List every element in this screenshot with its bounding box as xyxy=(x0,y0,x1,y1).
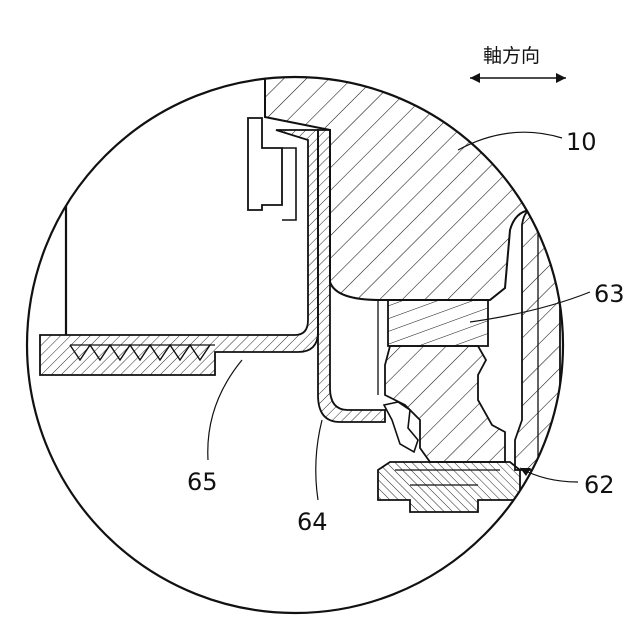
arrow-right-icon xyxy=(556,73,566,83)
part-63-seal xyxy=(388,300,488,346)
ref-label-10: 10 xyxy=(566,128,597,156)
arrow-left-icon xyxy=(470,73,480,83)
axial-direction-label: 軸方向 xyxy=(483,45,540,67)
ref-label-62: 62 xyxy=(584,471,615,499)
section-parts xyxy=(40,40,600,512)
bracket-step xyxy=(282,148,296,220)
ref-label-65: 65 xyxy=(187,468,218,496)
ref-label-63: 63 xyxy=(594,280,625,308)
leader-64 xyxy=(316,420,322,500)
ref-label-64: 64 xyxy=(297,508,328,536)
axial-direction-indicator: 軸方向 xyxy=(470,45,566,83)
mounting-bracket xyxy=(248,118,282,210)
